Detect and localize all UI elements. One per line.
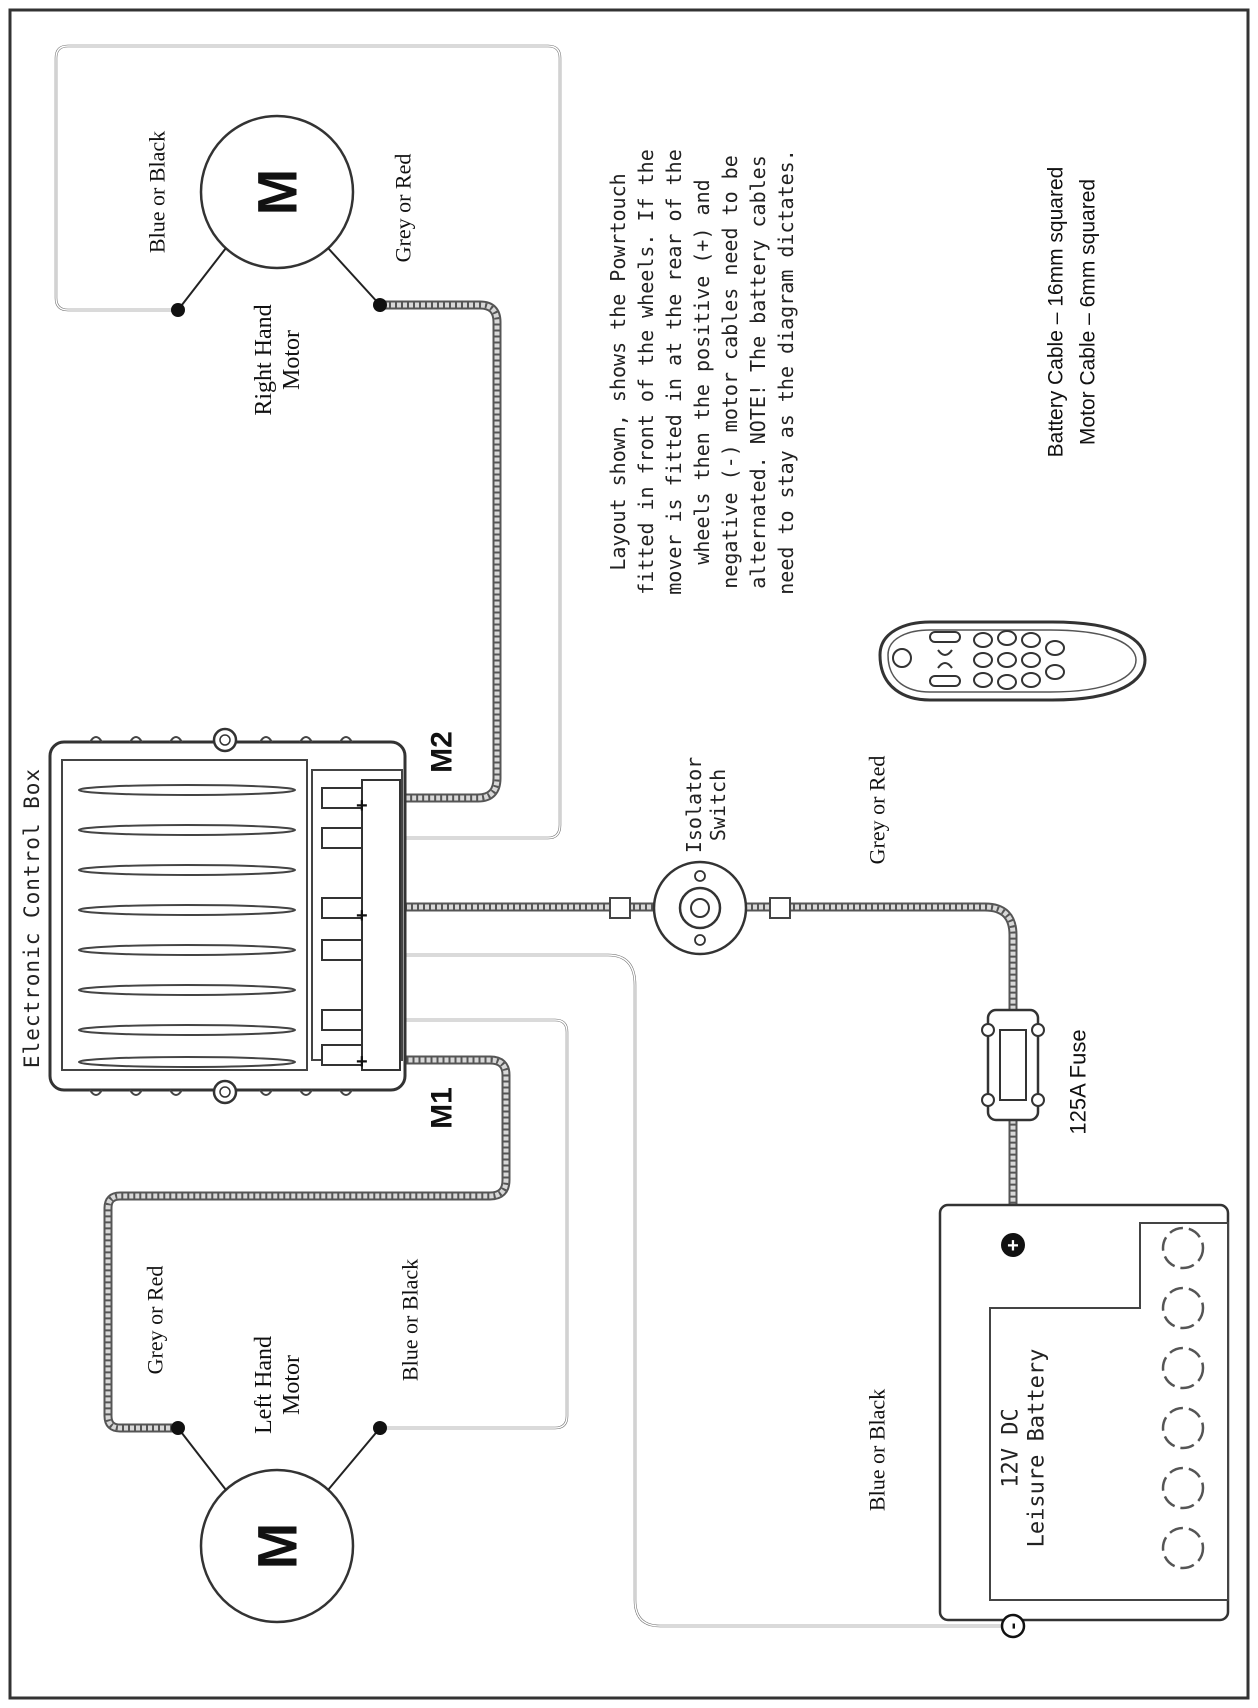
installation-note: Layout shown, shows the Powrtouch fitted… xyxy=(606,149,798,595)
wire-left-motor-grey xyxy=(103,1055,511,1433)
fuse: 125A Fuse xyxy=(981,1008,1091,1135)
note-line-1: Layout shown, shows the Powrtouch xyxy=(606,173,630,570)
battery-positive-wire-label: Grey or Red xyxy=(865,756,890,865)
note-line-7: need to stay as the diagram dictates. xyxy=(774,149,798,595)
battery-positive-terminal: + xyxy=(1007,1235,1019,1257)
m2-terminal-label: M2 xyxy=(426,731,459,773)
isolator-label-line1: Isolator xyxy=(682,757,706,853)
left-motor-wire-grey-label: Grey or Red xyxy=(143,1266,168,1375)
m1-terminal-label: M1 xyxy=(426,1087,459,1129)
note-line-5: negative (-) motor cables need to be xyxy=(718,155,742,588)
remote-handset xyxy=(878,620,1147,702)
left-motor-wire-blue-label: Blue or Black xyxy=(398,1259,423,1381)
note-line-2: fitted in front of the wheels. If the xyxy=(634,149,658,595)
battery-label-line1: 12V DC xyxy=(999,1408,1024,1487)
left-hand-motor: M Grey or Red Blue or Black Left Hand Mo… xyxy=(143,1259,423,1624)
control-box-title: Electronic Control Box xyxy=(20,768,44,1068)
note-line-3: mover is fitted in at the rear of the xyxy=(662,149,686,595)
wire-right-motor-blue xyxy=(54,44,562,840)
svg-text:+: + xyxy=(356,795,368,817)
note-line-6: alternated. NOTE! The battery cables xyxy=(746,155,770,588)
left-motor-symbol: M xyxy=(246,1523,309,1570)
battery-cable-spec: Battery Cable – 16mm squared xyxy=(1045,167,1068,458)
svg-text:+: + xyxy=(356,905,368,927)
svg-text:+: + xyxy=(356,1051,368,1073)
left-motor-label-line1: Left Hand xyxy=(251,1336,277,1434)
wire-right-motor-grey xyxy=(378,300,502,803)
right-motor-label-line1: Right Hand xyxy=(251,304,277,415)
left-motor-label-line2: Motor xyxy=(279,1355,305,1415)
battery-negative-wire-label: Blue or Black xyxy=(865,1389,890,1511)
fuse-label: 125A Fuse xyxy=(1066,1029,1091,1134)
right-motor-wire-blue-label: Blue or Black xyxy=(145,131,170,253)
motor-cable-spec: Motor Cable – 6mm squared xyxy=(1077,179,1100,445)
right-motor-wire-grey-label: Grey or Red xyxy=(391,154,416,263)
wire-battery-negative xyxy=(403,953,1005,1628)
leisure-battery: + - 12V DC Leisure Battery xyxy=(938,1203,1230,1639)
right-hand-motor: M Blue or Black Grey or Red Right Hand M… xyxy=(145,114,416,416)
right-motor-symbol: M xyxy=(246,169,309,216)
battery-negative-terminal: - xyxy=(1002,1623,1024,1630)
cable-specification: Battery Cable – 16mm squared Motor Cable… xyxy=(1045,167,1100,458)
note-line-4: wheels then the positive (+) and xyxy=(690,179,714,564)
isolator-switch[interactable]: Isolator Switch xyxy=(609,757,791,956)
wire-left-motor-blue xyxy=(380,1018,569,1430)
electronic-control-box: + + + Electronic Control Box M2 M1 xyxy=(20,727,459,1129)
isolator-label-line2: Switch xyxy=(706,769,730,841)
right-motor-label-line2: Motor xyxy=(279,330,305,390)
battery-label-line2: Leisure Battery xyxy=(1025,1349,1050,1548)
